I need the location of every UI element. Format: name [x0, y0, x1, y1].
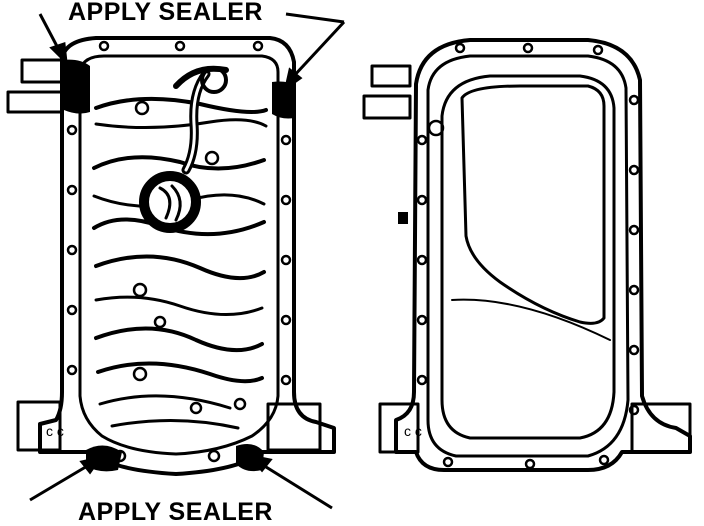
- svg-text:c c: c c: [404, 423, 422, 439]
- block-underside-view: c c: [6, 36, 336, 476]
- apply-sealer-label-top: APPLY SEALER: [68, 0, 263, 26]
- sealer-leader-arrows: [29, 12, 346, 510]
- apply-sealer-label-bottom: APPLY SEALER: [78, 498, 273, 526]
- svg-text:c c: c c: [46, 423, 64, 439]
- oil-pan-view: c c: [362, 38, 692, 472]
